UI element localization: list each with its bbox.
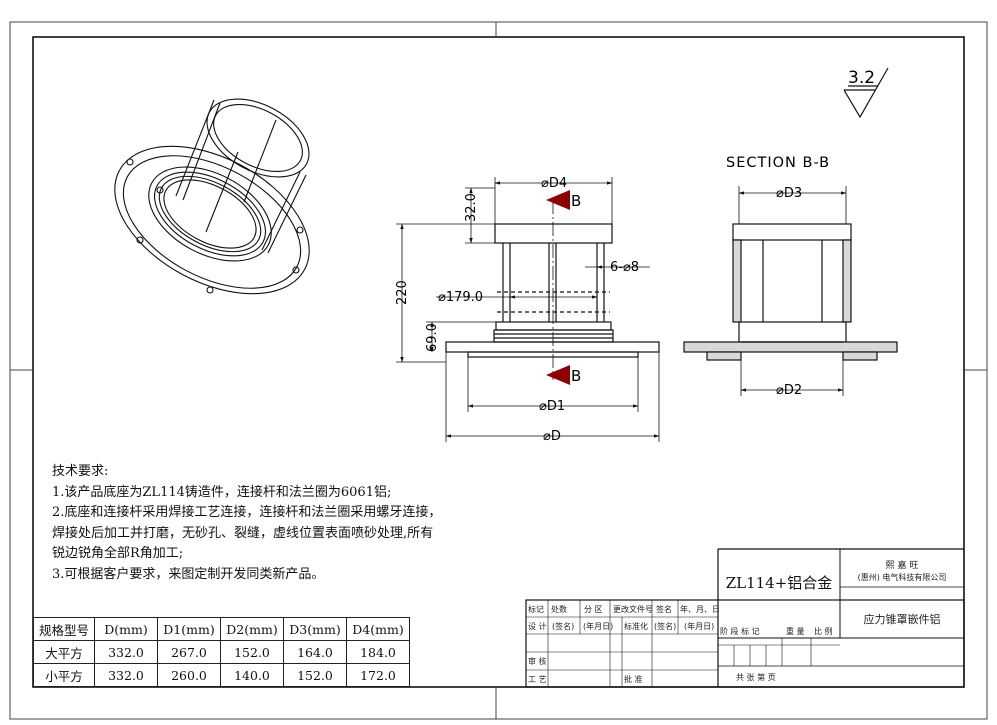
- process-label: 工 艺: [528, 675, 547, 684]
- table-cell: 140.0: [220, 663, 284, 687]
- rev-header: 签名: [656, 605, 672, 614]
- rev-header: 处数: [551, 605, 567, 614]
- section-view: [683, 223, 898, 361]
- stage-mark-label: 阶 段 标 记: [720, 627, 760, 636]
- design-label: 设 计: [528, 622, 547, 631]
- front-view: [445, 223, 660, 358]
- isometric-view: [114, 98, 310, 295]
- dim-d: ⌀D: [543, 429, 561, 444]
- dim-holes: 6-⌀8: [610, 260, 639, 275]
- header-cell: 规格型号: [33, 617, 95, 641]
- section-mark-top: B: [571, 192, 581, 210]
- dim-32: 32.0: [464, 193, 479, 222]
- table-cell: 260.0: [157, 663, 221, 687]
- sheet-count: 共 张 第 页: [736, 673, 776, 682]
- notes-line-4: 锐边锐角全部R角加工;: [52, 546, 184, 561]
- dim-d2: ⌀D2: [776, 383, 802, 398]
- header-cell: D2(mm): [220, 617, 284, 641]
- header-cell: D3(mm): [283, 617, 347, 641]
- company-subtitle: (惠州) 电气科技有限公司: [857, 573, 947, 582]
- table-cell: 大平方: [33, 640, 95, 664]
- notes-line-5: 3.可根据客户要求，来图定制开发同类新产品。: [52, 566, 325, 582]
- header-cell: D(mm): [94, 617, 158, 641]
- dim-d1: ⌀D1: [539, 399, 565, 414]
- header-cell: D4(mm): [346, 617, 410, 641]
- section-arrow-bottom: [546, 365, 570, 385]
- section-dimensions: [738, 186, 847, 396]
- rev-header: 年、月、日: [680, 605, 720, 614]
- table-cell: 152.0: [283, 663, 347, 687]
- material-label: ZL114+铝合金: [725, 574, 833, 592]
- section-arrow-top: [546, 190, 570, 210]
- notes-title: 技术要求:: [52, 464, 109, 479]
- section-title: SECTION B-B: [726, 155, 830, 171]
- sign-label: (签名): [552, 622, 575, 631]
- dim-179: ⌀179.0: [438, 290, 483, 305]
- roughness-value: 3.2: [848, 68, 875, 88]
- rev-header: 更改文件号: [613, 605, 653, 614]
- dim-69: 69.0: [425, 323, 440, 352]
- notes-line-1: 1.该产品底座为ZL114铸造件，连接杆和法兰圈为6061铝;: [52, 484, 392, 500]
- dim-d4: ⌀D4: [541, 176, 567, 191]
- table-cell: 164.0: [283, 640, 347, 664]
- technical-notes: 技术要求: 1.该产品底座为ZL114铸造件，连接杆和法兰圈为6061铝; 2.…: [52, 462, 441, 585]
- header-cell: D1(mm): [157, 617, 221, 641]
- rev-header: 分 区: [584, 605, 603, 614]
- standard-label: 标准化: [624, 622, 648, 631]
- scale-label: 比 例: [814, 627, 833, 636]
- company-name: 熙 嘉 旺: [885, 561, 919, 571]
- table-cell: 小平方: [33, 663, 95, 687]
- spec-table-header: 规格型号 D(mm) D1(mm) D2(mm) D3(mm) D4(mm): [33, 617, 410, 641]
- table-row: 小平方 332.0 260.0 140.0 152.0 172.0: [33, 663, 410, 687]
- sign-label: (签名): [654, 622, 677, 631]
- date-label: (年月日): [583, 622, 614, 631]
- part-name: 应力锥罩嵌件铝: [863, 613, 941, 626]
- table-cell: 332.0: [94, 663, 158, 687]
- table-cell: 184.0: [346, 640, 410, 664]
- notes-line-3: 焊接处后加工并打磨，无砂孔、裂缝，虚线位置表面喷砂处理,所有: [52, 525, 434, 541]
- review-label: 审 核: [528, 657, 547, 666]
- table-cell: 332.0: [94, 640, 158, 664]
- front-dimensions: [396, 177, 660, 442]
- section-mark-bottom: B: [571, 367, 581, 385]
- rev-header: 标记: [528, 605, 544, 614]
- weight-label: 重 量: [786, 627, 805, 636]
- table-row: 大平方 332.0 267.0 152.0 164.0 184.0: [33, 640, 410, 664]
- spec-table: 规格型号 D(mm) D1(mm) D2(mm) D3(mm) D4(mm) 大…: [33, 617, 410, 687]
- notes-line-2: 2.底座和连接杆采用焊接工艺连接，连接杆和法兰圈采用螺牙连接，: [52, 505, 442, 520]
- dim-d3: ⌀D3: [776, 186, 802, 201]
- date-label: (年月日): [684, 622, 715, 631]
- table-cell: 152.0: [220, 640, 284, 664]
- inner-frame: [32, 36, 965, 688]
- table-cell: 267.0: [157, 640, 221, 664]
- dim-220: 220: [395, 280, 410, 305]
- title-block-grid: [525, 548, 965, 688]
- approve-label: 批 准: [624, 675, 643, 684]
- roughness-symbol: [843, 67, 889, 119]
- table-cell: 172.0: [346, 663, 410, 687]
